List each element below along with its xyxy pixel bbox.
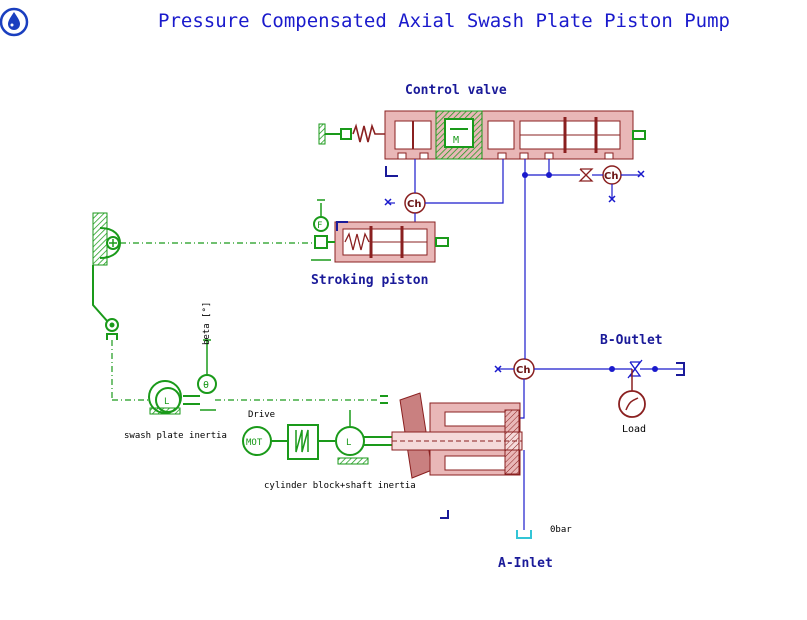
orifice[interactable] (578, 168, 594, 182)
pump-body[interactable] (391, 392, 523, 519)
cylinder-block-inertia[interactable]: L (335, 410, 392, 465)
swash-plate-lever[interactable] (92, 212, 122, 340)
water-drop-icon[interactable] (0, 7, 29, 37)
control-valve-label: Control valve (405, 83, 507, 98)
junction-dots (522, 172, 658, 372)
chamber-node-control[interactable]: Ch (404, 192, 426, 214)
b-outlet-label: B-Outlet (600, 333, 663, 348)
outlet-valve[interactable] (627, 359, 685, 379)
chamber-node-outlet[interactable]: Ch (513, 358, 535, 380)
inlet-pressure-label: 0bar (550, 525, 572, 535)
stroking-piston-label: Stroking piston (311, 273, 428, 288)
load[interactable] (618, 369, 646, 418)
mechanical-links (111, 242, 380, 401)
cylinder-block-shaft-inertia-label: cylinder block+shaft inertia (264, 481, 416, 491)
motor[interactable]: MOT (242, 426, 288, 456)
line-end-markers (384, 170, 645, 373)
swash-plate-inertia[interactable]: L (148, 380, 200, 415)
diagram-title: Pressure Compensated Axial Swash Plate P… (158, 10, 730, 32)
a-inlet-label: A-Inlet (498, 556, 553, 571)
coupling (380, 395, 388, 404)
svg-text:Ch: Ch (516, 365, 530, 376)
inertia-l-label-1: L (164, 397, 169, 407)
angle-sensor[interactable]: θ (197, 339, 217, 411)
load-label: Load (622, 424, 646, 435)
svg-text:θ: θ (203, 380, 209, 391)
drive-spring[interactable] (287, 424, 335, 460)
actuator-m-label: M (453, 135, 459, 146)
svg-text:Ch: Ch (407, 199, 421, 210)
drive-label: Drive (248, 410, 275, 420)
swash-plate-inertia-label: swash plate inertia (124, 431, 227, 441)
inertia-l-label-2: L (346, 438, 351, 448)
svg-text:Ch: Ch (604, 171, 618, 182)
force-sensor-f-label: F (317, 221, 322, 231)
beta-label: beta [°] (202, 302, 212, 345)
motor-label: MOT (246, 438, 263, 448)
inlet-tank[interactable] (516, 530, 532, 539)
hydraulic-lines (388, 159, 683, 530)
control-valve[interactable]: M (318, 110, 646, 177)
chamber-node-orifice[interactable]: Ch (602, 165, 622, 185)
stroking-piston[interactable]: F (311, 199, 449, 263)
